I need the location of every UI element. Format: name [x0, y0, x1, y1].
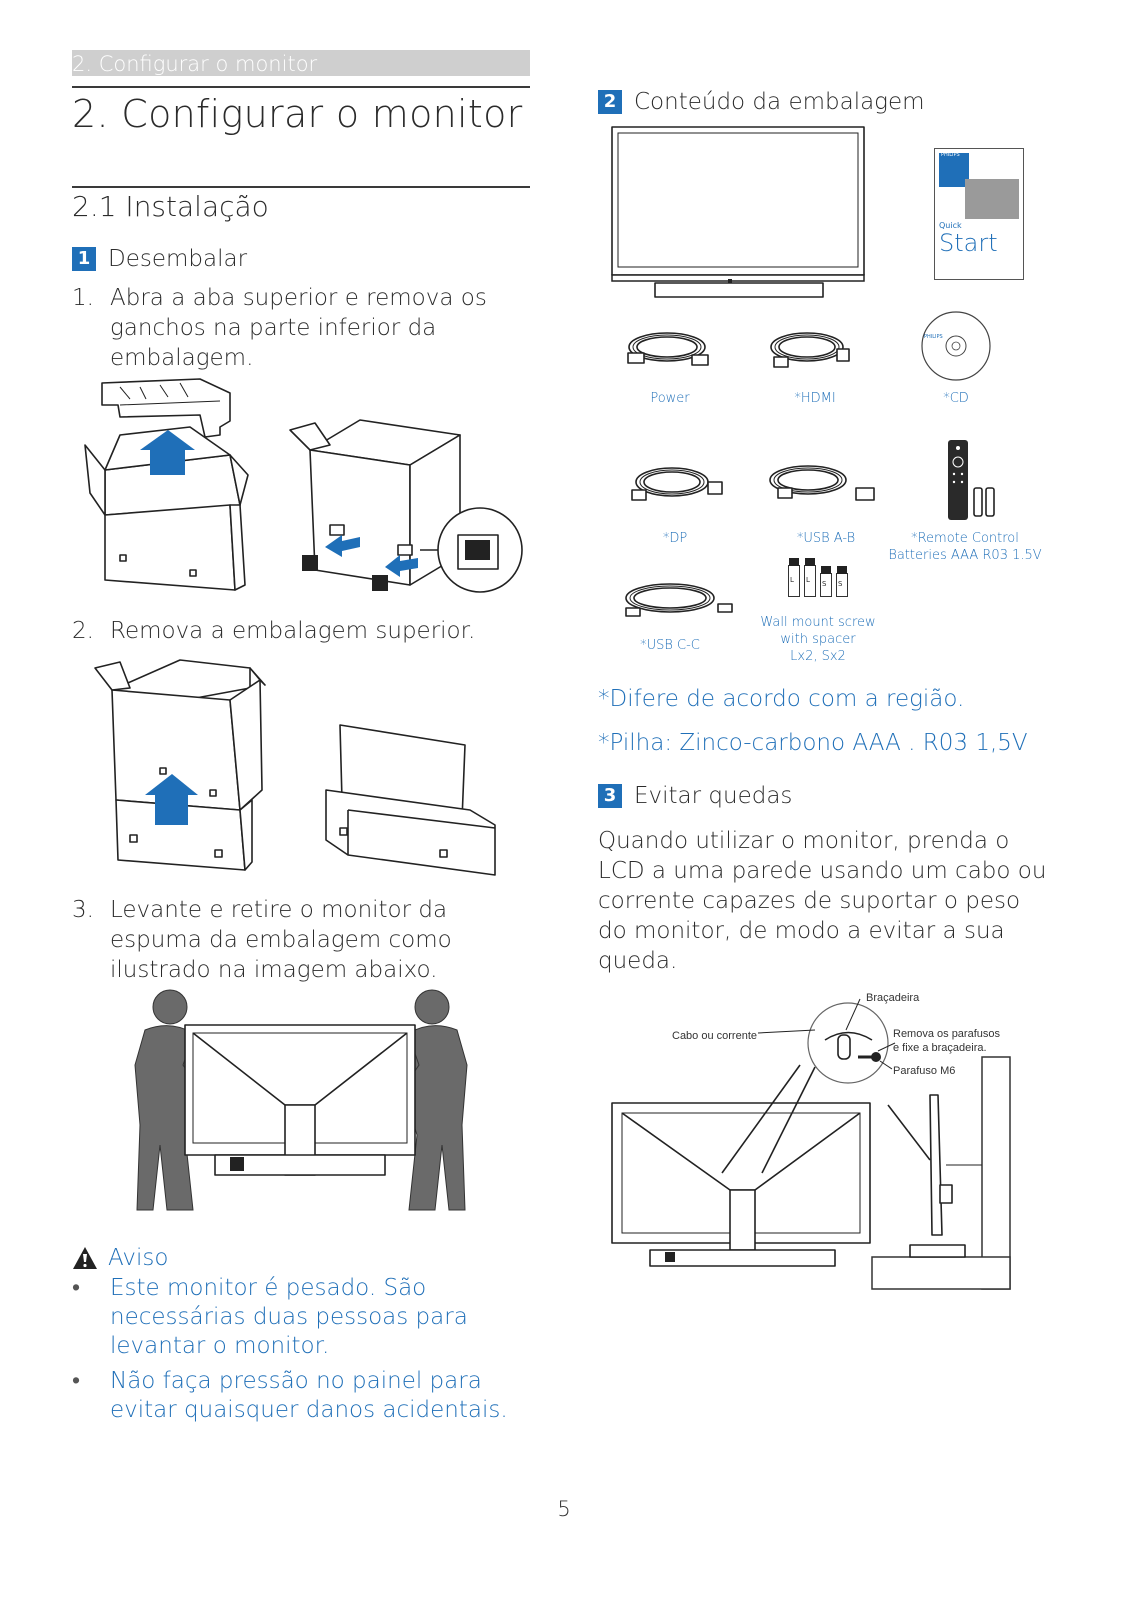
fall-heading: 3 Evitar quedas	[598, 783, 792, 809]
monitor-in-foam	[325, 724, 496, 876]
warning-item: • Este monitor é pesado. São necessárias…	[72, 1274, 522, 1361]
unpack-illustration-1	[84, 378, 523, 593]
warning-heading: Aviso	[72, 1245, 168, 1271]
remote-label: *Remote Control Batteries AAA R03 1.5V	[885, 530, 1045, 564]
screw-short-icon: S	[836, 566, 848, 597]
bracket-label: Braçadeira	[866, 992, 920, 1004]
usb-cc-label: *USB C-C	[640, 638, 700, 653]
battery-icon	[985, 487, 995, 517]
step-badge: 2	[598, 90, 622, 114]
power-label: Power	[650, 391, 690, 406]
running-header: 2. Configurar o monitor	[72, 50, 530, 76]
unpack-step-3: 3. Levante e retire o monitor da espuma …	[72, 895, 492, 985]
open-box-left	[84, 426, 249, 591]
usb-ab-label: *USB A-B	[796, 531, 856, 546]
m6-screw-label: Parafuso M6	[893, 1065, 956, 1077]
screw-long-icon: L	[804, 558, 816, 597]
unpack-illustration-2	[94, 659, 496, 876]
wall-mount-screws: L L S S	[788, 558, 848, 597]
step-text: Abra a aba superior e remova os ganchos …	[110, 285, 487, 371]
step-number: 2.	[72, 618, 94, 644]
chapter-rule	[72, 86, 530, 88]
screw-short-icon: S	[820, 566, 832, 597]
box-lifting	[94, 659, 266, 871]
booklet-brand: PHILIPS	[941, 152, 960, 158]
usb-cc-cable-icon	[625, 583, 733, 617]
lift-arrow-icon	[140, 430, 195, 475]
open-box-right	[289, 419, 523, 593]
remote-label-line1: *Remote Control	[911, 531, 1019, 546]
monitor-front-illustration	[611, 126, 865, 298]
unpack-title: Desembalar	[108, 246, 248, 272]
hdmi-label: *HDMI	[794, 391, 836, 406]
foam-top-piece	[101, 378, 231, 438]
booklet-quick: Quick	[939, 221, 962, 230]
fall-prevention-diagram	[611, 998, 1011, 1290]
dp-cable-icon	[631, 467, 723, 501]
cd-icon	[921, 311, 991, 381]
hdmi-cable-icon	[770, 332, 850, 368]
screw-long-icon: L	[788, 558, 800, 597]
lift-illustration	[134, 989, 468, 1211]
section-rule	[72, 186, 530, 188]
cable-label: Cabo ou corrente	[672, 1030, 757, 1042]
step-badge: 1	[72, 247, 96, 271]
battery-note: *Pilha: Zinco-carbono AAA . R03 1,5V	[598, 730, 1028, 756]
warning-icon	[73, 1247, 97, 1269]
quick-start-booklet: PHILIPS Quick Start	[934, 148, 1024, 280]
bullet: •	[72, 1275, 81, 1301]
wall-mount-label: Wall mount screw with spacer Lx2, Sx2	[748, 614, 888, 665]
fall-text: Quando utilizar o monitor, prenda o LCD …	[598, 828, 1047, 974]
unpack-step-1: 1. Abra a aba superior e remova os ganch…	[72, 283, 492, 373]
page-number: 5	[557, 1497, 571, 1521]
remote-label-line2: Batteries AAA R03 1.5V	[888, 548, 1042, 563]
step-text: Levante e retire o monitor da espuma da …	[110, 897, 452, 983]
booklet-start: Start	[939, 229, 998, 257]
fall-title: Evitar quedas	[634, 783, 793, 809]
cd-label: *CD	[943, 391, 969, 406]
unpack-step-2: 2. Remova a embalagem superior.	[72, 616, 512, 646]
contents-heading: 2 Conteúdo da embalagem	[598, 89, 925, 115]
region-note: *Difere de acordo com a região.	[598, 686, 965, 712]
power-cable-icon	[627, 332, 709, 366]
usb-ab-cable-icon	[769, 465, 875, 501]
cd-brand: PHILIPS	[924, 334, 943, 340]
remote-control-icon	[948, 440, 995, 520]
unpack-heading: 1 Desembalar	[72, 246, 247, 272]
remove-screws-line1: Remova os parafusos	[893, 1028, 1000, 1040]
dp-label: *DP	[662, 531, 688, 546]
warning-text: Não faça pressão no painel para evitar q…	[110, 1368, 508, 1423]
booklet-blue-block	[939, 153, 969, 187]
step-number: 1.	[72, 285, 94, 311]
step-text: Remova a embalagem superior.	[110, 618, 476, 644]
step-number: 3.	[72, 897, 94, 923]
remove-screws-label: Remova os parafusos e fixe a braçadeira.	[893, 1027, 1000, 1055]
wall-mount-line2: with spacer	[780, 632, 856, 647]
chapter-title: 2. Configurar o monitor	[72, 92, 523, 136]
contents-title: Conteúdo da embalagem	[634, 89, 925, 115]
warning-text: Este monitor é pesado. São necessárias d…	[110, 1275, 468, 1359]
bullet: •	[72, 1368, 81, 1394]
warning-item: • Não faça pressão no painel para evitar…	[72, 1367, 522, 1425]
booklet-monitor-image	[965, 179, 1019, 219]
wall-mount-line1: Wall mount screw	[760, 615, 876, 630]
monitor-back	[184, 1024, 416, 1176]
battery-icon	[973, 487, 983, 517]
step-badge: 3	[598, 784, 622, 808]
remove-screws-line2: e fixe a braçadeira.	[893, 1042, 987, 1054]
warning-title: Aviso	[108, 1245, 169, 1271]
wall-mount-line3: Lx2, Sx2	[790, 649, 846, 664]
section-title: 2.1 Instalação	[72, 190, 269, 223]
